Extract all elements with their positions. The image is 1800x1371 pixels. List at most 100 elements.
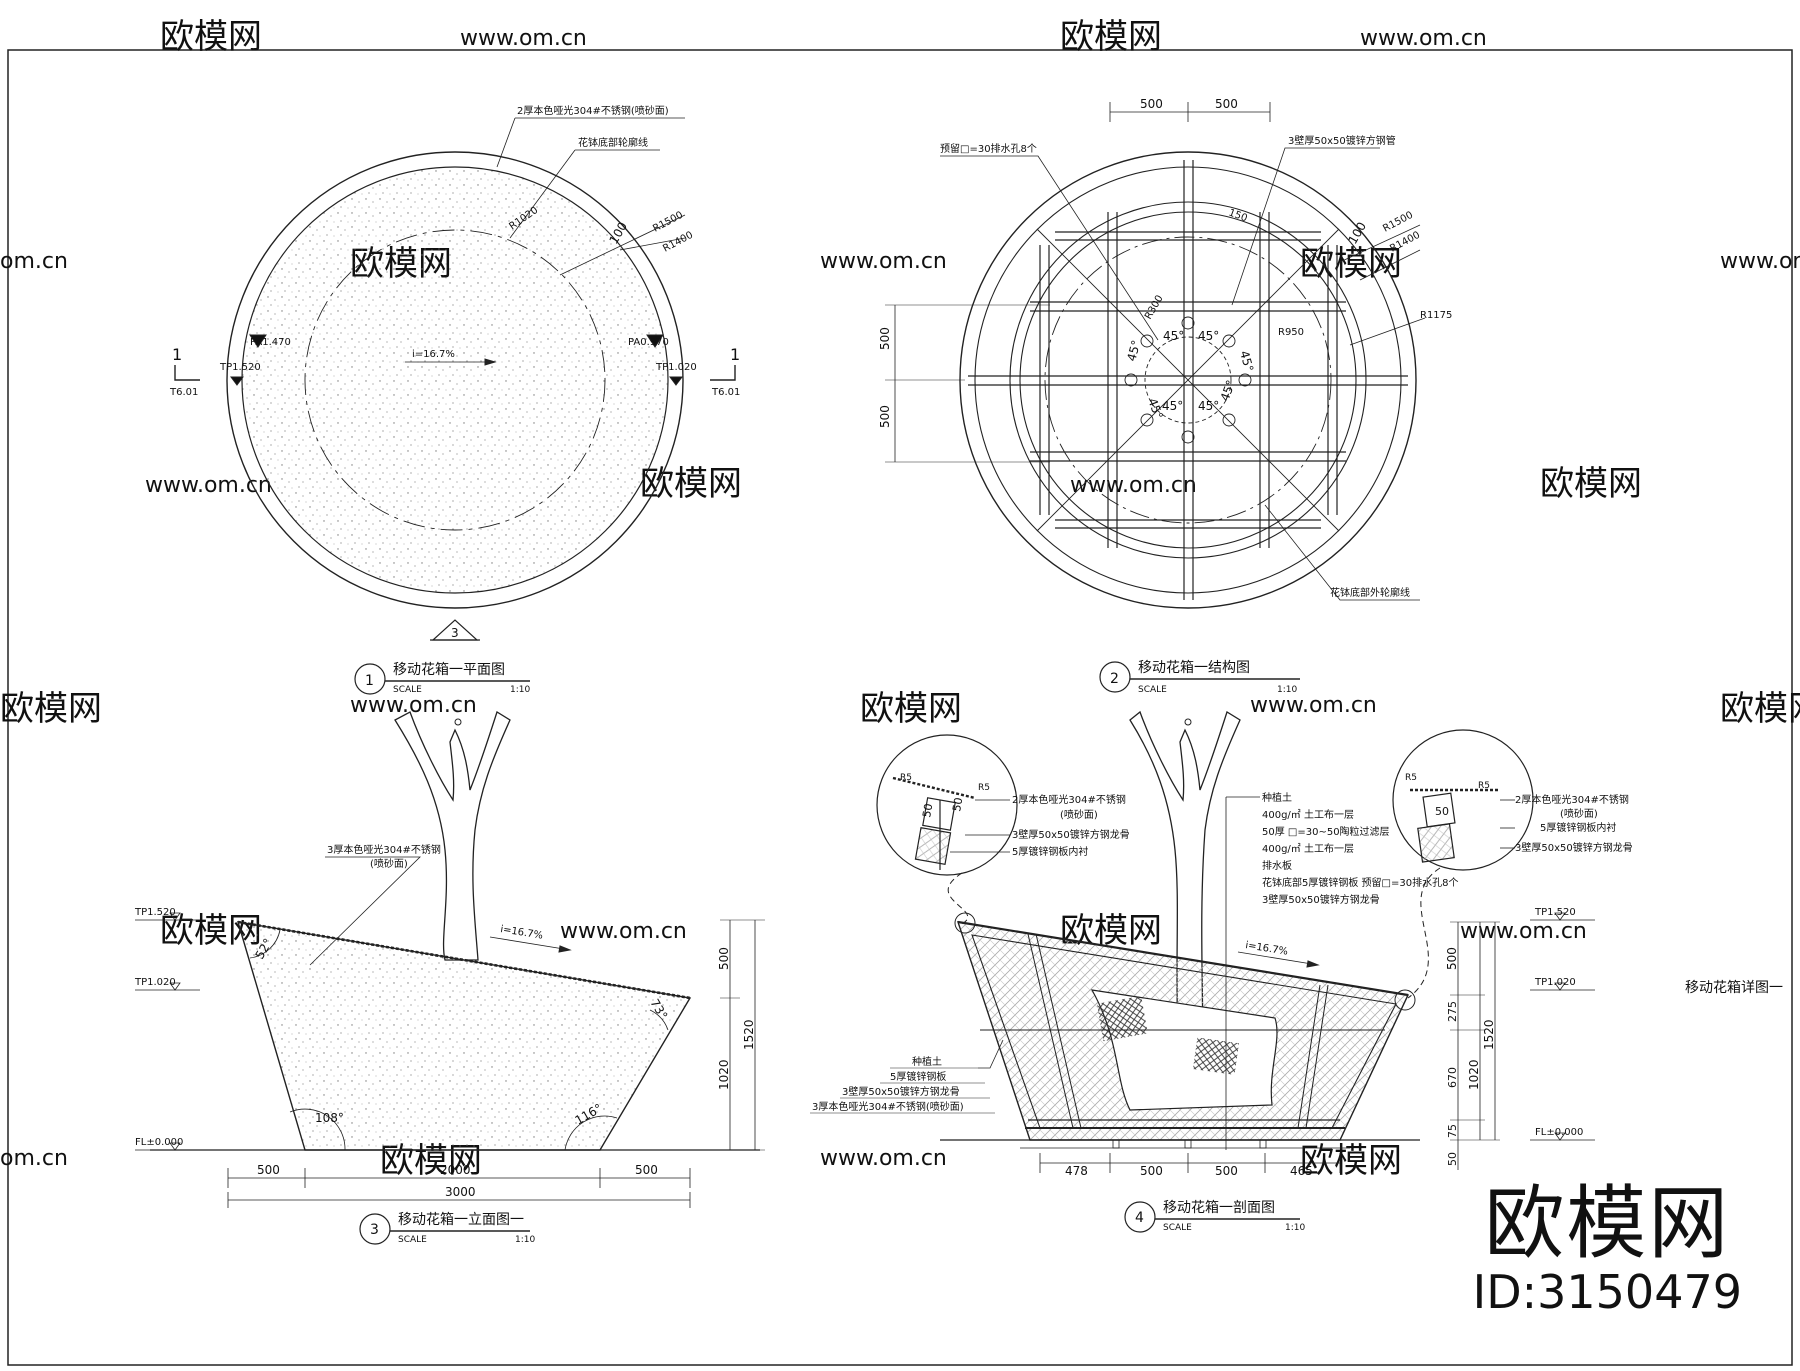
view-title-2: 2 移动花箱一结构图 SCALE 1:10 bbox=[1099, 660, 1300, 695]
section-left-note: 3壁厚50x50镀锌方钢龙骨 bbox=[842, 1085, 960, 1098]
watermark-brand: 欧模网 bbox=[640, 464, 742, 504]
section-layer: 3壁厚50x50镀锌方钢龙骨 bbox=[1262, 893, 1380, 906]
detail-left-r5: R5 bbox=[978, 783, 990, 793]
struct-angle: 45° bbox=[1163, 329, 1184, 343]
level-triangle bbox=[249, 334, 267, 348]
section-dim-b1: 478 bbox=[1065, 1164, 1088, 1178]
detail-right-r5: R5 bbox=[1405, 773, 1417, 783]
watermark-url: www.om.cn bbox=[1360, 26, 1487, 51]
watermark-url: www.om.cn bbox=[560, 919, 687, 944]
view-scale-label: SCALE bbox=[1138, 685, 1167, 695]
view-num: 2 bbox=[1110, 671, 1119, 687]
watermark-brand: 欧模网 bbox=[1060, 17, 1162, 57]
view-title: 移动花箱一平面图 bbox=[393, 662, 505, 678]
plan-slope: i=16.7% bbox=[412, 349, 455, 360]
section-left-note: 种植土 bbox=[912, 1055, 942, 1068]
plan-section-ref-right: T6.01 bbox=[711, 387, 740, 398]
watermark-brand: 欧模网 bbox=[1540, 464, 1642, 504]
structure-view bbox=[885, 102, 1426, 609]
detail-left-note-sub: (喷砂面) bbox=[1060, 808, 1098, 821]
elevation-planter bbox=[237, 921, 692, 1151]
detail-circle-left bbox=[876, 734, 1018, 876]
elev-dim-b2: 2000 bbox=[440, 1163, 471, 1177]
section-left-note: 5厚镀锌钢板 bbox=[890, 1070, 946, 1083]
struct-angle: 45° bbox=[1162, 399, 1183, 413]
section-level-mid: TP1.020 bbox=[1534, 977, 1576, 988]
radius-line bbox=[619, 237, 686, 251]
view-title: 移动花箱一结构图 bbox=[1138, 660, 1250, 676]
view-num: 4 bbox=[1135, 1210, 1144, 1226]
elev-dim-500v: 500 bbox=[717, 947, 731, 970]
level-triangle bbox=[230, 376, 244, 386]
elev-note-steel-sub: (喷砂面) bbox=[370, 857, 408, 870]
view-scale: 1:10 bbox=[1285, 1223, 1305, 1233]
section-dim-b3: 500 bbox=[1215, 1164, 1238, 1178]
plan-section-num-left: 1 bbox=[172, 345, 182, 364]
watermark-url: www.om.cn bbox=[1250, 693, 1377, 718]
sheet-frame bbox=[7, 49, 1793, 1366]
detail-right-note: 2厚本色哑光304#不锈钢 bbox=[1515, 793, 1629, 806]
brand-logo: 欧模网 bbox=[1484, 1177, 1731, 1270]
detail-left-note: 2厚本色哑光304#不锈钢 bbox=[1012, 793, 1126, 806]
struct-dim-top-b: 500 bbox=[1215, 97, 1238, 111]
struct-angle: 45° bbox=[1198, 399, 1219, 413]
plan-note-outline: 花钵底部轮廓线 bbox=[578, 136, 648, 149]
struct-r-mid: R1400 bbox=[1388, 230, 1422, 255]
struct-r-1175: R1175 bbox=[1420, 310, 1452, 321]
plan-section-ref-left: T6.01 bbox=[169, 387, 198, 398]
view-scale-label: SCALE bbox=[1163, 1223, 1192, 1233]
section-left-note: 3厚本色哑光304#不锈钢(喷砂面) bbox=[812, 1100, 964, 1113]
elev-angle-108: 108° bbox=[315, 1111, 344, 1125]
view-title: 移动花箱一立面图一 bbox=[398, 1212, 524, 1228]
watermark-brand: 欧模网 bbox=[1300, 1141, 1402, 1181]
view-scale-label: SCALE bbox=[398, 1235, 427, 1245]
watermark-url: www.om.cn bbox=[1460, 919, 1587, 944]
detail-right-d50: 50 bbox=[1435, 805, 1449, 818]
elev-level-fl: FL±0.000 bbox=[135, 1137, 183, 1148]
plan-r-outer: R1500 bbox=[651, 210, 685, 235]
section-layer: 种植土 bbox=[1262, 791, 1292, 804]
struct-dim-left-b: 500 bbox=[878, 405, 892, 428]
section-layer: 排水板 bbox=[1262, 859, 1292, 872]
detail-left-note: 5厚镀锌钢板内衬 bbox=[1012, 845, 1088, 858]
plan-tag-left: PA1.470 bbox=[250, 337, 291, 348]
tree-trunk bbox=[394, 711, 511, 961]
elev-dim-1520: 1520 bbox=[742, 1019, 756, 1050]
structure-labels: 500 500 500 500 预留□=30排水孔8个 3壁厚50x50镀锌方钢… bbox=[878, 97, 1452, 599]
radius-line bbox=[559, 214, 686, 276]
section-dim-v500: 500 bbox=[1445, 947, 1459, 970]
plan-outer-circle bbox=[226, 151, 684, 609]
struct-dim-150: 150 bbox=[1227, 207, 1249, 224]
elev-dim-total: 3000 bbox=[445, 1185, 476, 1199]
section-layer: 400g/㎡ 土工布一层 bbox=[1262, 842, 1354, 855]
level-triangle bbox=[669, 376, 683, 386]
plan-level-right: TP1.020 bbox=[655, 362, 697, 373]
struct-dim-left-a: 500 bbox=[878, 327, 892, 350]
watermark-url: www.om.cn bbox=[1070, 473, 1197, 498]
watermark-url: www.om.cn bbox=[145, 473, 272, 498]
view-title-1: 1 移动花箱一平面图 SCALE 1:10 bbox=[354, 662, 530, 695]
plan-view bbox=[174, 117, 736, 641]
section-dim-v1520: 1520 bbox=[1482, 1019, 1496, 1050]
view-title-3: 3 移动花箱一立面图一 SCALE 1:10 bbox=[359, 1212, 535, 1245]
section-dim-v275: 275 bbox=[1446, 1001, 1459, 1022]
plan-inner-circle bbox=[241, 166, 669, 594]
elev-note-steel: 3厚本色哑光304#不锈钢 bbox=[327, 843, 441, 856]
watermark-url: www.om.cn bbox=[460, 26, 587, 51]
detail-right-note: 5厚镀锌钢板内衬 bbox=[1540, 821, 1616, 834]
plan-level-left: TP1.520 bbox=[219, 362, 261, 373]
section-view bbox=[810, 710, 1595, 1173]
struct-note-tube: 3壁厚50x50镀锌方钢管 bbox=[1288, 134, 1396, 147]
level-triangle bbox=[646, 334, 664, 348]
section-dim-v75: 75 bbox=[1446, 1124, 1459, 1138]
watermark-brand: 欧模网 bbox=[0, 689, 102, 729]
struct-angle: 45° bbox=[1237, 349, 1256, 373]
elev-dim-b3: 500 bbox=[635, 1163, 658, 1177]
view-scale: 1:10 bbox=[515, 1235, 535, 1245]
detail-left-r5: R5 bbox=[900, 773, 912, 783]
view-num: 3 bbox=[370, 1222, 379, 1238]
watermark-brand: 欧模网 bbox=[160, 17, 262, 57]
struct-dim-top-a: 500 bbox=[1140, 97, 1163, 111]
watermark-brand: 欧模网 bbox=[860, 689, 962, 729]
watermark-url: om.cn bbox=[0, 1146, 68, 1171]
